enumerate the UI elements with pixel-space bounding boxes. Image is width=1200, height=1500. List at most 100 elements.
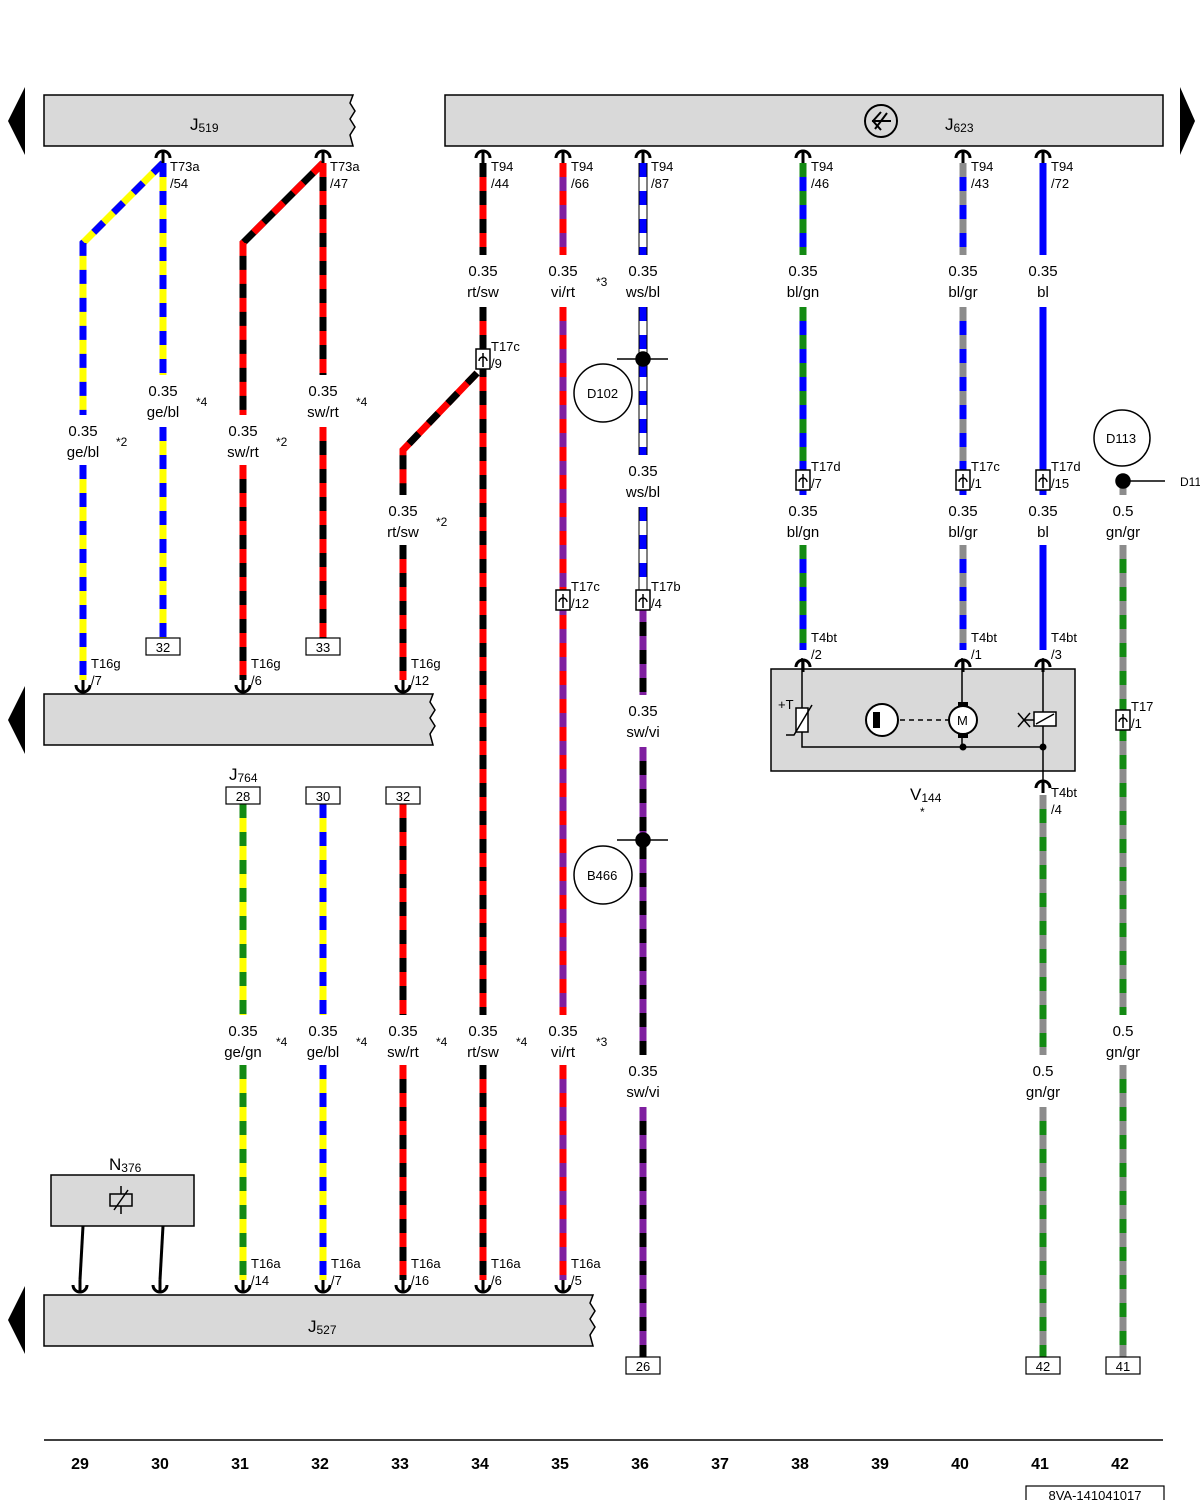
ref-box: 28 [225,786,261,805]
reference-boxes: 32 33 28 30 32 26 42 41 [145,637,1141,1375]
hall-sender-icon [865,703,948,737]
pin-label: T16a/5 [571,1256,601,1288]
pin-label: T16g/7 [91,656,121,688]
pin-labels: T73a/54 T73a/47 T94/44 T94/66 T94/87 T94… [91,159,1153,1288]
svg-text:*: * [920,805,925,819]
continuation-arrow-left-top [8,87,25,155]
splice-points [617,351,1165,848]
terminal-icon [74,680,92,694]
column-number: 34 [471,1456,489,1473]
pin-label: T73a/47 [330,159,360,191]
pin-label: T17c/12 [571,579,600,611]
valve-icon [1017,711,1057,728]
column-number: 38 [791,1456,809,1473]
continuation-arrow-right-top [1180,87,1195,155]
inline-connector-icon [795,469,811,491]
terminal-icon [1034,658,1052,672]
wire-stripe [399,370,480,495]
svg-text:*4: *4 [516,1035,528,1049]
ref-box: 41 [1105,1356,1141,1375]
terminal-icon [554,1280,572,1294]
terminal-icon [954,658,972,672]
svg-text:*3: *3 [596,1035,608,1049]
terminal-icon [314,1280,332,1294]
svg-text:D102: D102 [587,386,618,401]
terminal-icon [634,149,652,163]
component-j623: J623 [444,94,1164,147]
ref-box: 30 [305,786,341,805]
ref-box: 32 [385,786,421,805]
component-b466: B466 [573,845,633,905]
terminal-icon [1034,779,1052,793]
continuation-arrow-left-bottom [8,1286,25,1354]
component-d113: D113 [1093,409,1151,467]
svg-text:N376: N376 [109,1155,142,1175]
pin-label: T17d/15 [1051,459,1081,491]
temperature-sensor-icon: +T [778,697,813,736]
pin-label: T16a/16 [411,1256,441,1288]
svg-text:J527: J527 [308,1317,337,1337]
pin-label: T17/1 [1131,699,1153,731]
terminal-icon [794,658,812,672]
component-j519: J519 [43,94,356,147]
pin-label: T17c/9 [491,339,520,371]
svg-text:0.5gn/gr: 0.5gn/gr [1106,1023,1140,1061]
svg-text:30: 30 [316,789,330,804]
pin-label: T94/72 [1051,159,1073,191]
terminal-icon [154,149,172,163]
component-n376: N376 [50,1155,195,1281]
svg-text:0.5gn/gr: 0.5gn/gr [1106,503,1140,541]
pin-label: T94/43 [971,159,993,191]
svg-text:8VA-141041017: 8VA-141041017 [1048,1488,1141,1500]
wire-ge-bl [79,160,166,415]
pin-label: T17d/7 [811,459,841,491]
svg-text:*2: *2 [436,515,448,529]
pin-label: T94/44 [491,159,513,191]
continuation-arrow-left-middle [8,686,25,754]
svg-text:*4: *4 [356,395,368,409]
column-number: 41 [1031,1456,1049,1473]
ref-box: 33 [305,637,341,656]
svg-text:+T: +T [778,697,794,712]
svg-text:32: 32 [396,789,410,804]
wire-stripe [239,160,326,415]
svg-text:*2: *2 [116,435,128,449]
ref-box: 32 [145,637,181,656]
svg-text:B466: B466 [587,868,617,883]
column-number: 31 [231,1456,249,1473]
svg-text:*4: *4 [436,1035,448,1049]
column-numbers: 29 30 31 32 33 34 35 36 37 38 39 40 41 4… [71,1456,1129,1473]
pin-label: T17c/1 [971,459,1000,491]
terminal-icon [234,1280,252,1294]
inline-connector-icon [1115,709,1131,731]
terminal-icon [394,1280,412,1294]
column-number: 32 [311,1456,329,1473]
svg-text:J623: J623 [945,115,974,135]
